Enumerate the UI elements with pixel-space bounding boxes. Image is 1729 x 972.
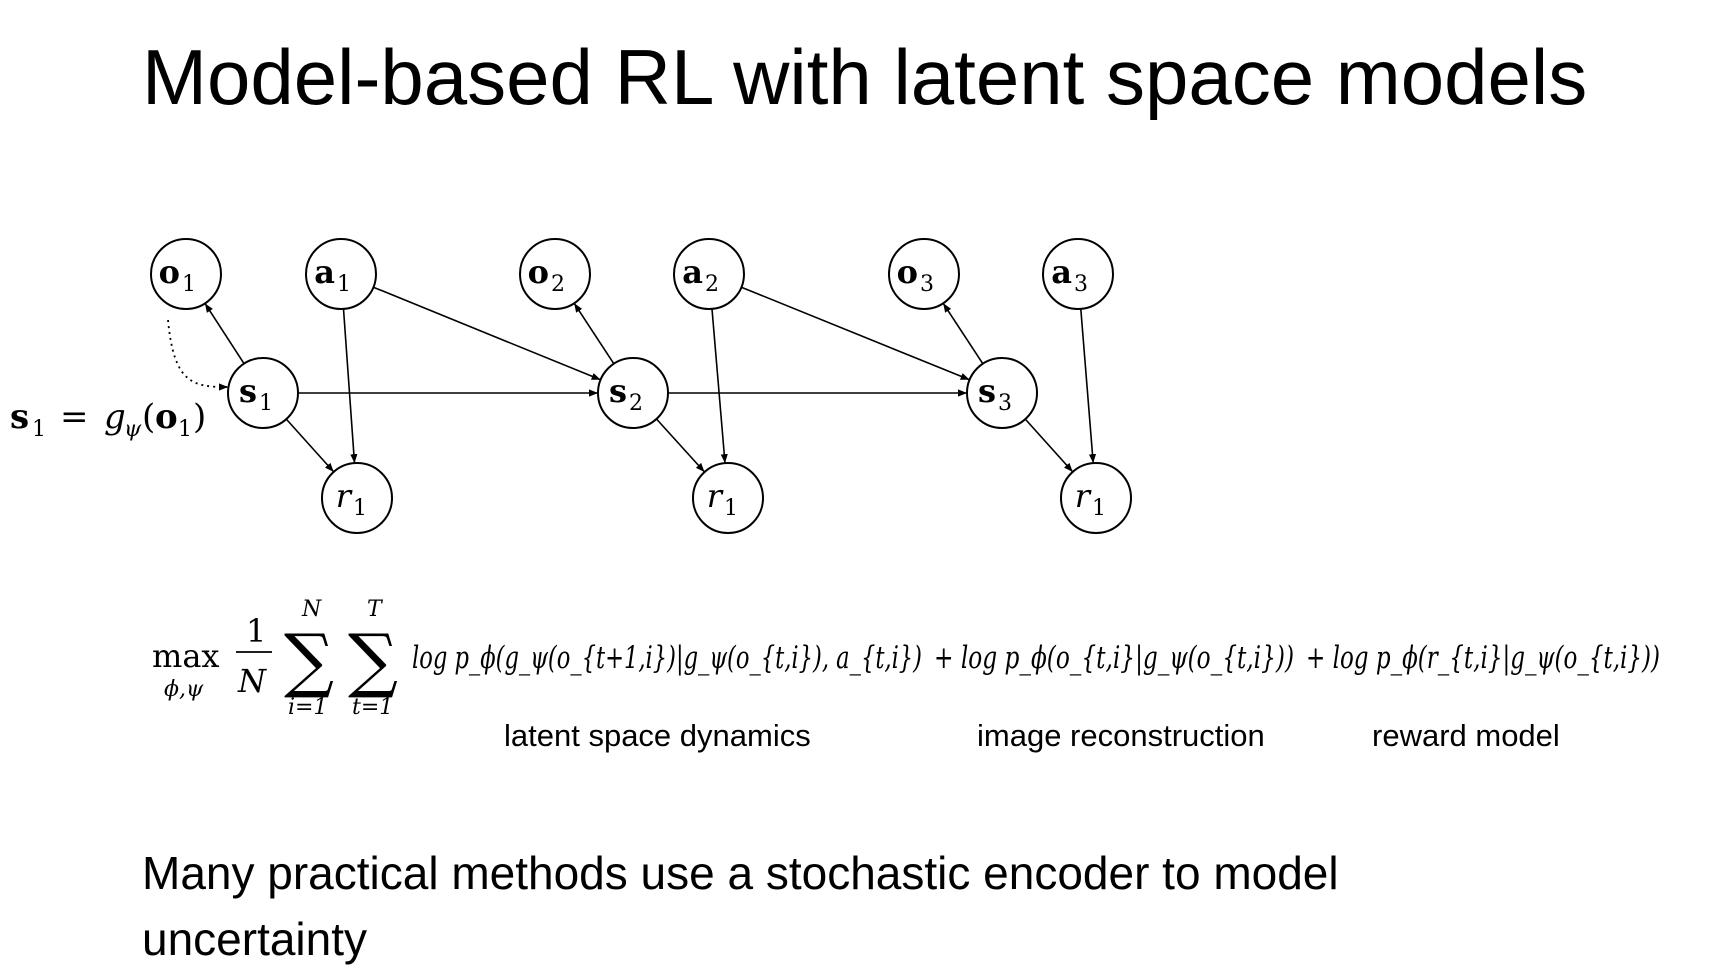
encoder-func: g: [104, 397, 126, 437]
node-subscript: 1: [353, 496, 367, 521]
encoder-open-paren: (: [142, 397, 155, 437]
slide-title: Model-based RL with latent space models: [142, 33, 1588, 121]
sum2-bottom: t=1: [352, 695, 393, 720]
sum1-bottom: i=1: [288, 695, 327, 720]
node-subscript: 1: [1092, 496, 1106, 521]
node-subscript: 2: [551, 272, 565, 297]
label-image-reconstruction: image reconstruction: [977, 718, 1265, 753]
sum1-top: N: [301, 597, 322, 622]
node-subscript: 3: [1074, 272, 1088, 297]
edge-s1-to-r1a: [285, 418, 335, 473]
node-circle: [888, 238, 960, 310]
sum2-symbol: ∑: [348, 619, 398, 701]
node-label: a: [1051, 253, 1072, 291]
label-latent-dynamics: latent space dynamics: [504, 718, 811, 753]
node-circle: [692, 462, 764, 534]
label-reward-model: reward model: [1372, 718, 1560, 753]
edge-s2-to-o2: [573, 302, 615, 365]
edge-a1-to-s2: [373, 286, 601, 381]
edge-a3-to-r1c: [1080, 308, 1097, 464]
node-label: r: [1075, 477, 1092, 515]
sum2-top: T: [367, 597, 384, 622]
objective-equation: max ϕ,ψ 1 N N ∑ i=1 T ∑ t=1 log p_ϕ(g_ψ(…: [152, 597, 1660, 720]
node-subscript: 2: [629, 391, 643, 416]
node-label: r: [707, 477, 724, 515]
encoder-arg-sub: 1: [178, 417, 192, 442]
edge-o1-to-s1: [167, 319, 229, 391]
objective-term-reward: + log p_ϕ(r_{t,i}|g_ψ(o_{t,i})): [1306, 640, 1660, 676]
edge-s3-to-o3: [942, 302, 984, 365]
objective-frac-num: 1: [246, 612, 266, 650]
edge-a2-to-s3: [741, 286, 970, 381]
node-circle: [1060, 462, 1132, 534]
node-circle: [597, 357, 669, 429]
edge-s2-to-r1b: [655, 418, 706, 473]
encoder-arg: o: [155, 397, 178, 437]
node-subscript: 3: [998, 391, 1012, 416]
objective-max: max: [152, 637, 219, 675]
node-label: a: [682, 253, 703, 291]
node-label: o: [897, 253, 918, 291]
node-circle: [305, 238, 377, 310]
node-circle: [673, 238, 745, 310]
encoder-equals: =: [60, 397, 89, 437]
encoder-func-sub: ψ: [124, 417, 142, 442]
node-label: s: [609, 372, 627, 410]
encoder-close-paren: ): [193, 397, 206, 437]
node-label: o: [528, 253, 549, 291]
edge-a1-to-r1a: [342, 308, 358, 464]
node-circle: [966, 357, 1038, 429]
node-circle: [321, 462, 393, 534]
encoder-lhs: s: [10, 397, 29, 437]
node-circle: [519, 238, 591, 310]
node-subscript: 1: [724, 496, 738, 521]
node-subscript: 2: [705, 272, 719, 297]
objective-frac-den: N: [237, 662, 267, 700]
node-subscript: 3: [920, 272, 934, 297]
node-label: s: [978, 372, 996, 410]
node-label: r: [336, 477, 353, 515]
edge-a2-to-r1b: [711, 308, 728, 464]
node-circle: [1042, 238, 1114, 310]
sum1-symbol: ∑: [284, 619, 334, 701]
node-label: a: [314, 253, 335, 291]
encoder-equation: s 1 = g ψ ( o 1 ): [10, 397, 206, 442]
objective-max-sub: ϕ,ψ: [164, 677, 204, 702]
node-circle: [227, 357, 299, 429]
node-label: s: [239, 372, 257, 410]
encoder-lhs-sub: 1: [32, 417, 46, 442]
node-label: o: [159, 253, 180, 291]
diagram-edges: [167, 286, 1097, 473]
edge-s3-to-r1c: [1024, 418, 1074, 473]
objective-term-dynamics: log p_ϕ(g_ψ(o_{t+1,i})|g_ψ(o_{t,i}), a_{…: [412, 640, 922, 676]
objective-term-reconstruction: + log p_ϕ(o_{t,i}|g_ψ(o_{t,i})): [934, 640, 1294, 676]
footer-note: Many practical methods use a stochastic …: [142, 847, 1339, 965]
node-subscript: 1: [182, 272, 196, 297]
node-circle: [150, 238, 222, 310]
node-subscript: 1: [337, 272, 351, 297]
node-subscript: 1: [259, 391, 273, 416]
edge-s1-to-o1: [204, 302, 245, 365]
